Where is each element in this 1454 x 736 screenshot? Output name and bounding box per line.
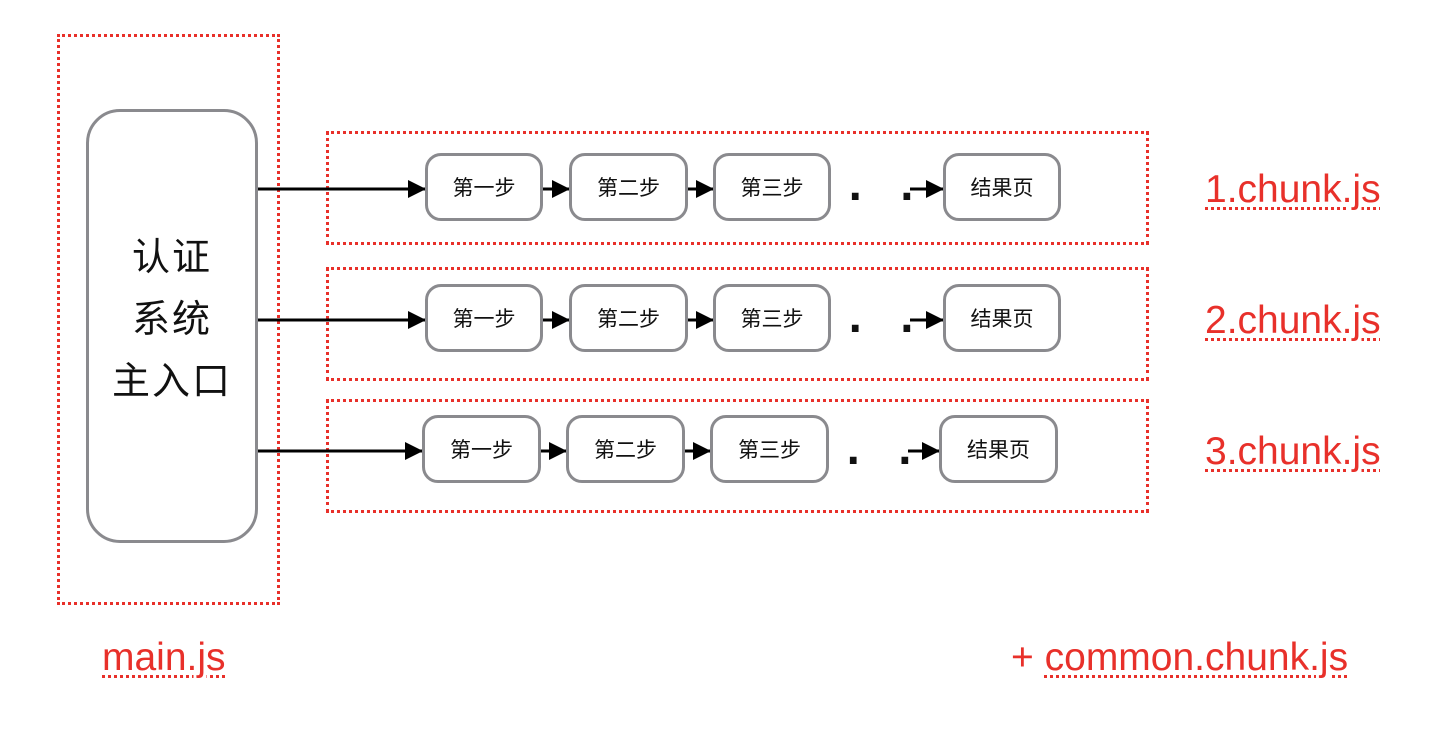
common-chunk-label: + common.chunk.js — [1011, 636, 1348, 680]
row2-result: 结果页 — [943, 284, 1061, 352]
chunk-2-boundary — [326, 267, 1149, 381]
row2-step3: 第三步 — [713, 284, 831, 352]
main-js-label: main.js — [102, 636, 226, 679]
row3-result: 结果页 — [939, 415, 1058, 483]
row1-step3: 第三步 — [713, 153, 831, 221]
common-plus: + — [1011, 636, 1045, 679]
row1-step1: 第一步 — [425, 153, 543, 221]
row2-step2: 第二步 — [569, 284, 688, 352]
auth-system-main-entry: 认证 系统 主入口 — [86, 109, 258, 543]
row3-step2: 第二步 — [566, 415, 685, 483]
row1-step2: 第二步 — [569, 153, 688, 221]
chunk-3-boundary — [326, 399, 1149, 513]
chunk-3-label: 3.chunk.js — [1205, 430, 1381, 473]
chunk-2-label: 2.chunk.js — [1205, 299, 1381, 342]
row3-step3: 第三步 — [710, 415, 829, 483]
row3-step1: 第一步 — [422, 415, 541, 483]
row1-result: 结果页 — [943, 153, 1061, 221]
entry-label: 认证 系统 主入口 — [111, 235, 232, 403]
chunk-1-label: 1.chunk.js — [1205, 168, 1381, 211]
common-chunk-text: common.chunk.js — [1044, 636, 1349, 679]
row2-step1: 第一步 — [425, 284, 543, 352]
